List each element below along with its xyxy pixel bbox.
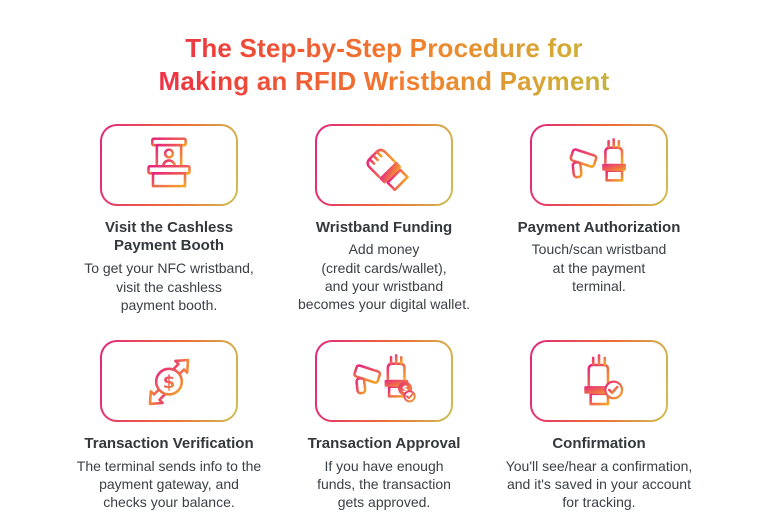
step-visit-booth: Visit the Cashless Payment Booth To get … — [62, 123, 277, 314]
step-card: $ — [100, 339, 238, 422]
step-card — [100, 123, 238, 206]
step-description: To get your NFC wristband, visit the cas… — [84, 260, 254, 313]
step-title: Transaction Verification — [84, 434, 254, 452]
step-card — [315, 123, 453, 206]
svg-text:$: $ — [402, 385, 408, 395]
steps-grid: Visit the Cashless Payment Booth To get … — [0, 123, 768, 512]
step-card — [530, 123, 668, 206]
step-confirmation: Confirmation You'll see/hear a confirmat… — [492, 339, 707, 511]
approval-scan-icon: $ — [353, 353, 416, 403]
svg-text:$: $ — [163, 372, 175, 393]
step-description: Touch/scan wristband at the payment term… — [531, 241, 667, 294]
step-title: Transaction Approval — [307, 434, 461, 452]
step-wristband-funding: Wristband Funding Add money (credit card… — [277, 123, 492, 314]
step-title: Visit the Cashless Payment Booth — [104, 218, 234, 255]
step-payment-authorization: Payment Authorization Touch/scan wristba… — [492, 123, 707, 314]
step-description: The terminal sends info to the payment g… — [76, 457, 262, 511]
step-description: You'll see/hear a confirmation, and it's… — [505, 457, 693, 511]
step-card — [530, 339, 668, 422]
page-title: The Step-by-Step Procedure for Making an… — [0, 0, 768, 99]
confirmation-hand-icon — [584, 353, 624, 406]
step-title: Payment Authorization — [517, 218, 681, 236]
step-card: $ — [315, 339, 453, 422]
step-transaction-approval: $ Transaction Approval If you have enoug… — [277, 339, 492, 511]
scan-wristband-icon — [569, 137, 626, 182]
step-transaction-verification: $ Transaction Verification The terminal … — [62, 339, 277, 511]
step-description: Add money (credit cards/wallet), and you… — [298, 241, 470, 312]
payment-booth-icon — [147, 137, 191, 187]
wristband-hand-icon — [366, 148, 409, 191]
step-title: Wristband Funding — [315, 218, 453, 236]
step-title: Confirmation — [552, 434, 646, 452]
step-description: If you have enough funds, the transactio… — [317, 457, 451, 511]
currency-exchange-icon: $ — [148, 358, 190, 406]
